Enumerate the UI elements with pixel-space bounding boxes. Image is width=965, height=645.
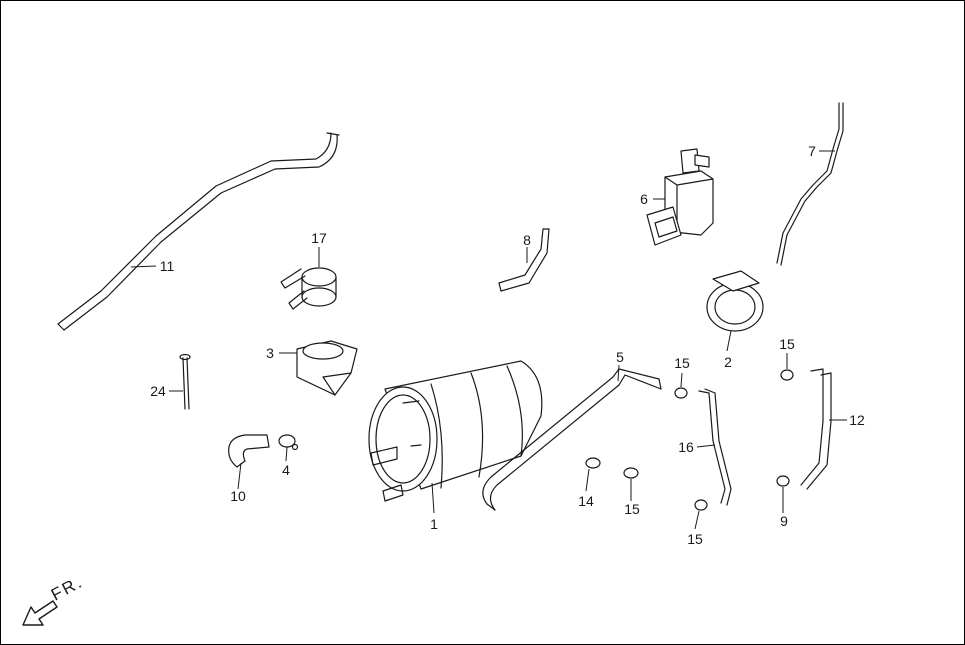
clamp-15-upper-left[interactable] [674, 387, 688, 399]
front-arrow-icon [22, 600, 58, 626]
callout-11: 11 [160, 258, 175, 274]
part-6-solenoid-valve[interactable] [646, 148, 714, 246]
part-11-long-hose[interactable] [57, 132, 340, 331]
callout-numbers: 1 2 3 4 5 6 7 8 9 10 11 12 14 15 15 15 1… [150, 143, 865, 547]
callout-16: 16 [678, 439, 694, 455]
clamp-14[interactable] [585, 457, 601, 469]
part-1-charcoal-canister[interactable] [368, 360, 543, 502]
callout-6: 6 [640, 191, 648, 207]
part-24-bolt[interactable] [179, 353, 191, 410]
part-7-thin-hose[interactable] [776, 102, 844, 266]
callout-15-a: 15 [674, 355, 690, 371]
part-3-bracket[interactable] [296, 340, 358, 396]
callout-17: 17 [311, 230, 327, 246]
clamp-15-middle[interactable] [623, 467, 639, 479]
part-17-small-canister[interactable] [280, 267, 337, 310]
part-2-band-clamp[interactable] [706, 270, 764, 332]
callout-12: 12 [849, 412, 865, 428]
callout-14: 14 [578, 493, 594, 509]
callout-4: 4 [282, 462, 290, 478]
clamp-9[interactable] [776, 475, 790, 487]
part-4-clamp[interactable] [278, 434, 299, 451]
callout-8: 8 [523, 232, 531, 248]
leader-lines [130, 150, 847, 530]
callout-15-d: 15 [687, 531, 703, 547]
callout-5: 5 [616, 349, 624, 365]
clamp-15-lower[interactable] [694, 499, 708, 511]
front-direction-indicator: FR. [22, 572, 86, 626]
callout-2: 2 [724, 354, 732, 370]
part-5-hose[interactable] [482, 368, 662, 511]
callout-7: 7 [808, 143, 816, 159]
callout-10: 10 [230, 488, 246, 504]
callout-9: 9 [780, 513, 788, 529]
part-16-hose[interactable] [698, 388, 732, 506]
callout-3: 3 [266, 345, 274, 361]
callout-24: 24 [150, 383, 166, 399]
part-12-hose[interactable] [800, 368, 832, 490]
callout-15-c: 15 [624, 501, 640, 517]
callout-15-b: 15 [779, 336, 795, 352]
part-8-short-hose[interactable] [498, 228, 550, 292]
callout-1: 1 [430, 516, 438, 532]
part-10-elbow-hose[interactable] [228, 434, 270, 468]
front-direction-label: FR. [48, 572, 86, 604]
clamp-15-upper-right[interactable] [780, 369, 794, 381]
